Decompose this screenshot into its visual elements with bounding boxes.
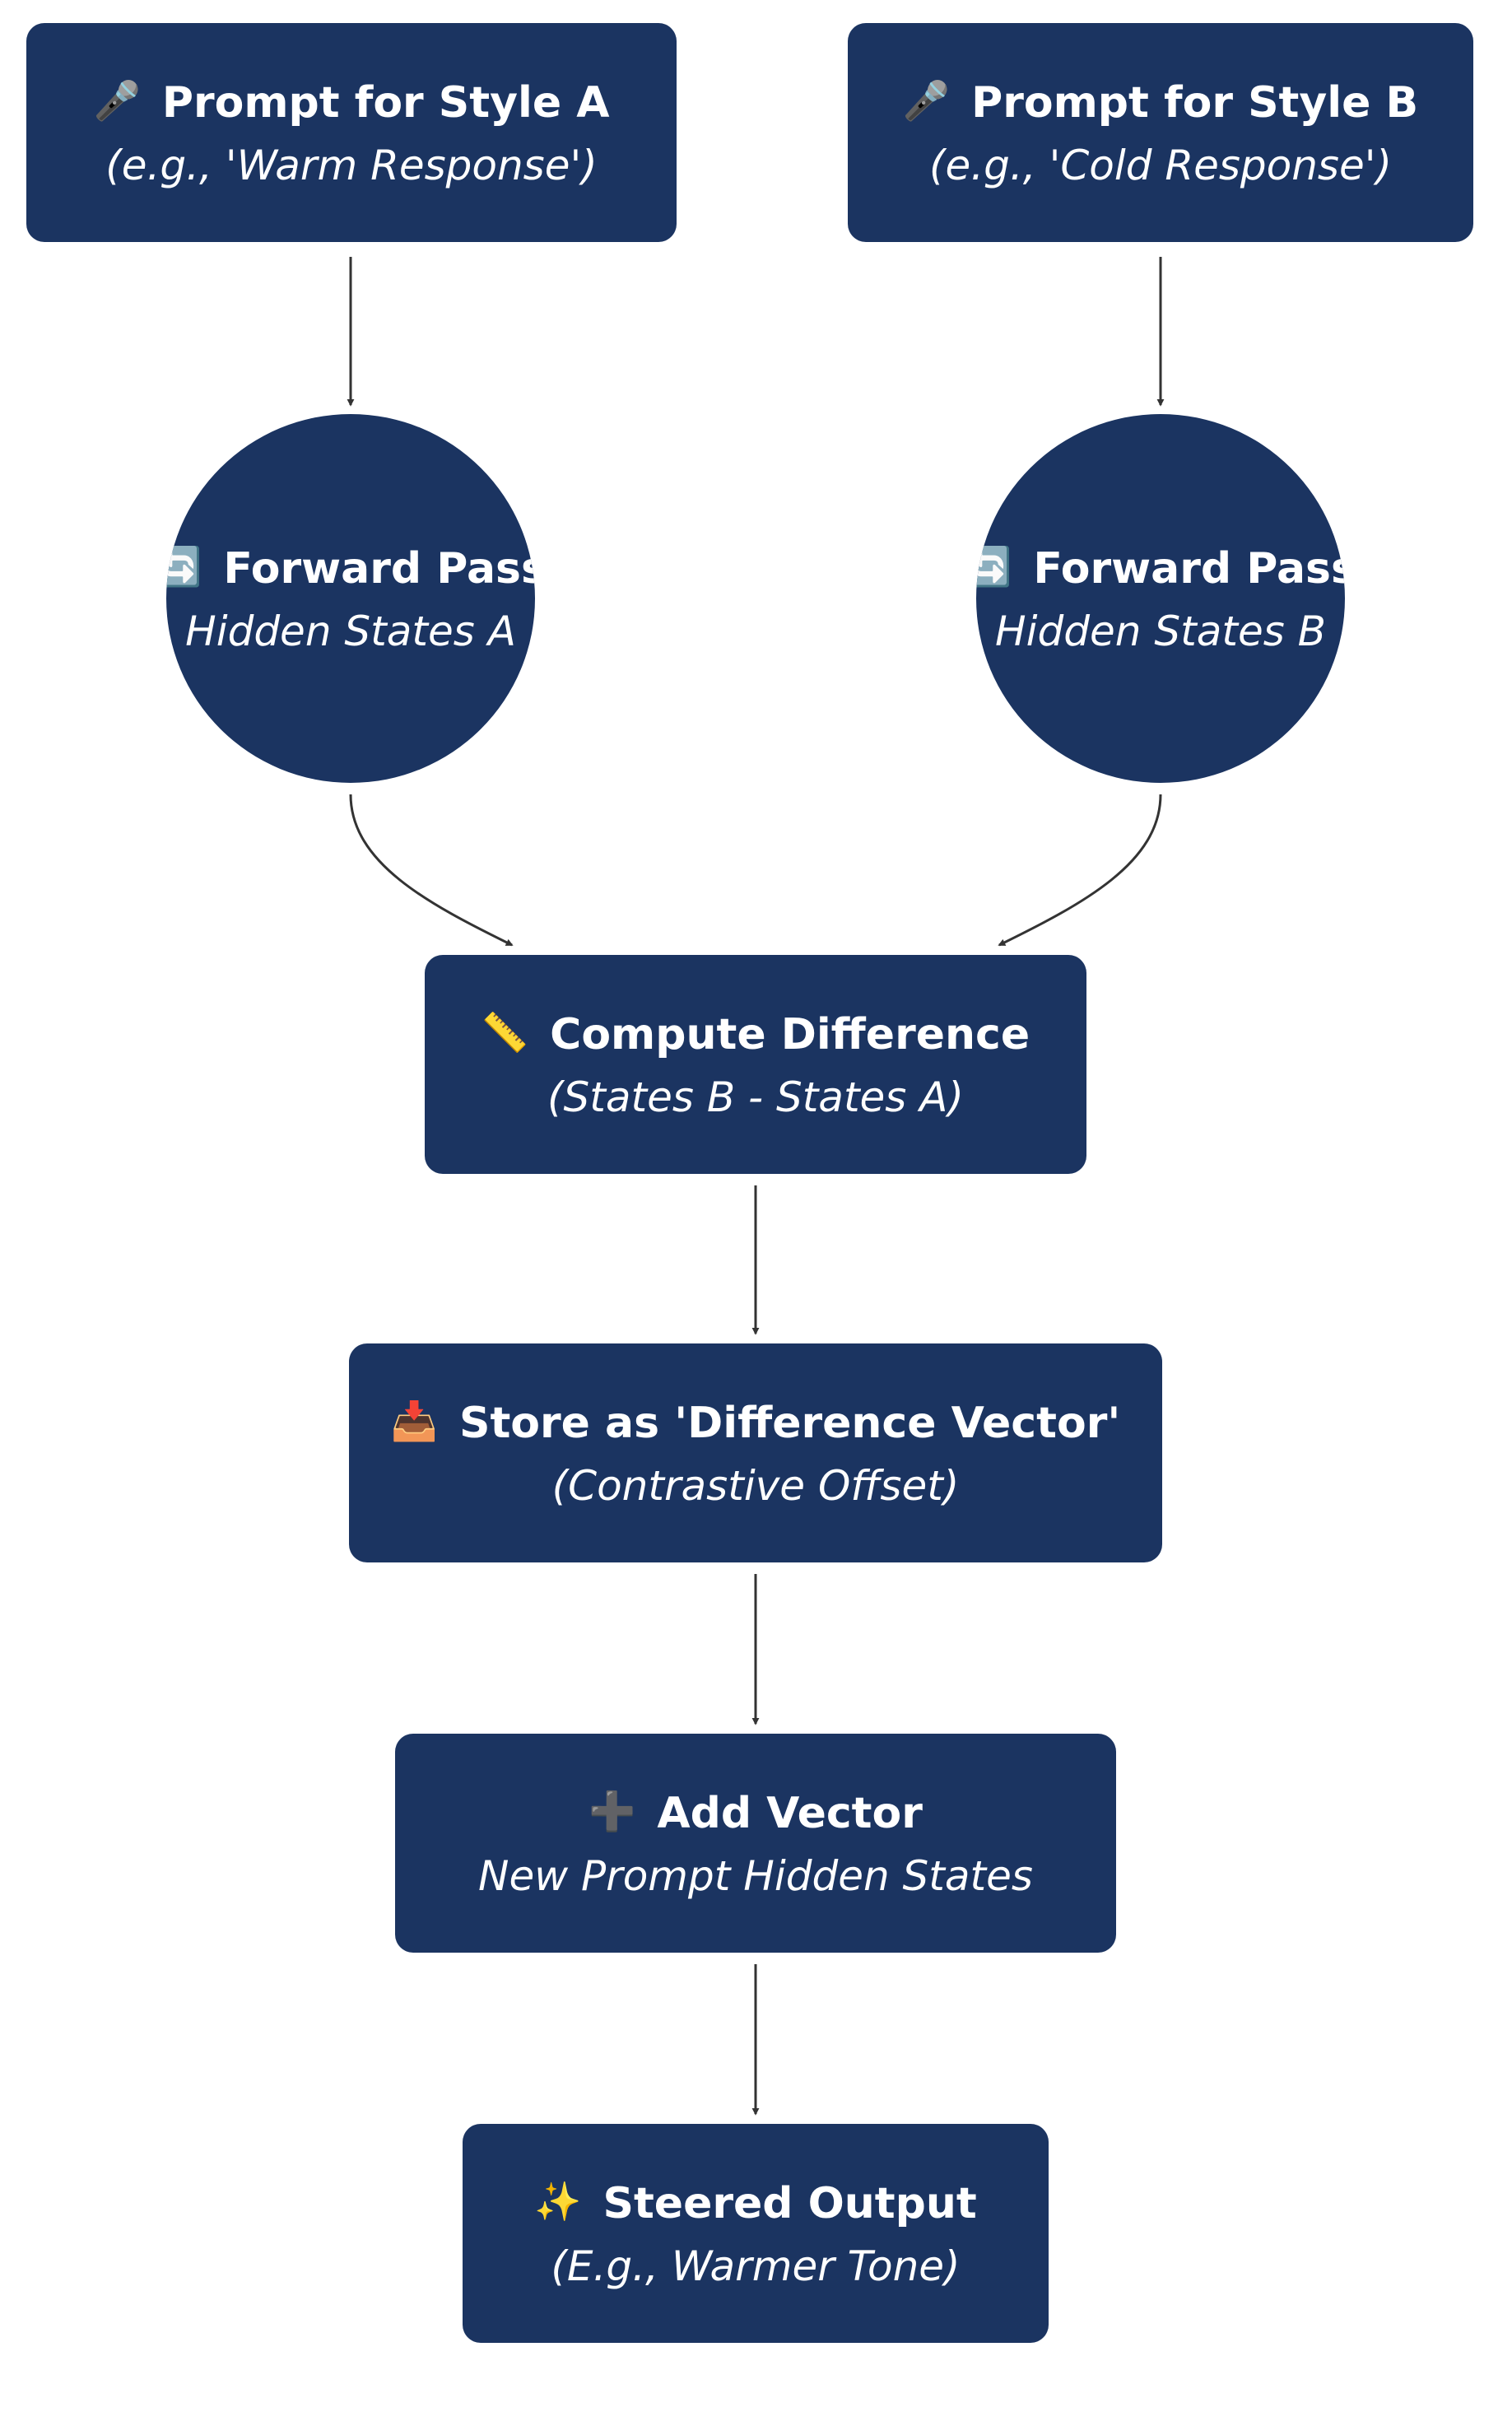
node-prompt-style-a: 🎤 Prompt for Style A (e.g., 'Warm Respons… <box>26 23 677 242</box>
node-title: Forward Pass <box>1033 543 1345 594</box>
node-subtitle: Hidden States A <box>185 607 516 655</box>
node-title: Forward Pass <box>223 543 535 594</box>
inbox-tray-icon: 📥 <box>390 1398 438 1443</box>
node-title: Prompt for Style B <box>971 77 1419 128</box>
plus-icon: ➕ <box>589 1788 636 1833</box>
edge-forward-a-to-compute <box>349 794 514 947</box>
refresh-icon: 🔄 <box>166 543 202 589</box>
node-title: Prompt for Style A <box>161 77 610 128</box>
node-title: Store as 'Difference Vector' <box>459 1398 1121 1448</box>
edge-forward-b-to-compute <box>998 794 1162 947</box>
sparkles-icon: ✨ <box>534 2178 582 2223</box>
node-title: Steered Output <box>602 2178 977 2228</box>
node-subtitle: (e.g., 'Cold Response') <box>929 141 1392 189</box>
node-title: Add Vector <box>657 1788 923 1838</box>
microphone-icon: 🎤 <box>902 77 951 123</box>
ruler-icon: 📏 <box>481 1009 529 1055</box>
node-add-vector: ➕ Add Vector New Prompt Hidden States <box>395 1734 1116 1953</box>
node-store-difference-vector: 📥 Store as 'Difference Vector' (Contrasti… <box>349 1343 1162 1562</box>
node-subtitle: (e.g., 'Warm Response') <box>105 141 598 189</box>
node-forward-pass-a: 🔄 Forward Pass Hidden States A <box>166 414 535 783</box>
node-forward-pass-b: 🔄 Forward Pass Hidden States B <box>976 414 1345 783</box>
refresh-icon: 🔄 <box>976 543 1012 589</box>
microphone-icon: 🎤 <box>93 77 141 123</box>
node-steered-output: ✨ Steered Output (E.g., Warmer Tone) <box>463 2124 1049 2343</box>
node-compute-difference: 📏 Compute Difference (States B - States A… <box>425 955 1086 1174</box>
node-subtitle: (States B - States A) <box>547 1073 964 1121</box>
node-subtitle: (E.g., Warmer Tone) <box>551 2242 961 2290</box>
node-subtitle: New Prompt Hidden States <box>478 1851 1033 1900</box>
node-prompt-style-b: 🎤 Prompt for Style B (e.g., 'Cold Respons… <box>848 23 1473 242</box>
node-subtitle: (Contrastive Offset) <box>551 1461 960 1510</box>
node-title: Compute Difference <box>550 1009 1030 1059</box>
node-subtitle: Hidden States B <box>995 607 1326 655</box>
